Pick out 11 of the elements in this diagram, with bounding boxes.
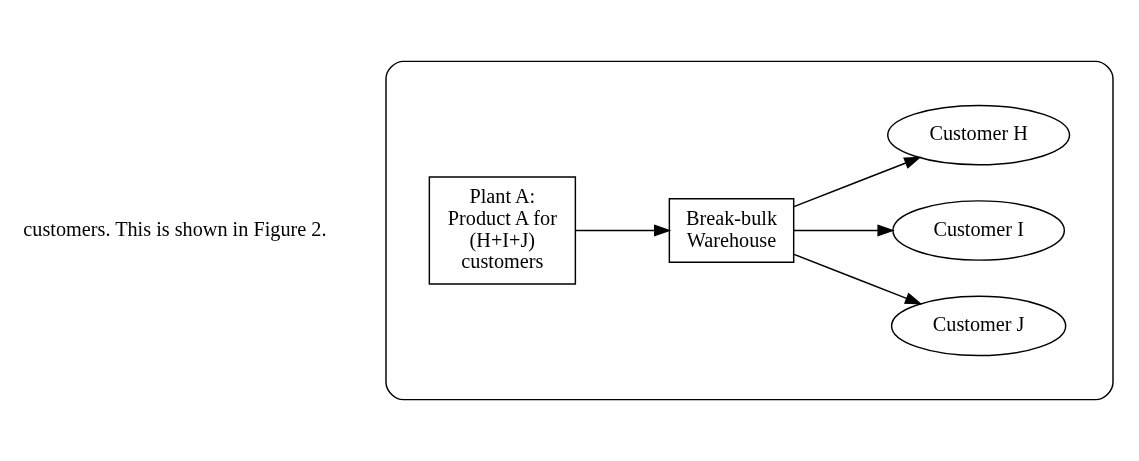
node-box: Break-bulk Warehouse <box>668 197 795 264</box>
arrow <box>793 253 923 305</box>
arrow <box>793 224 895 237</box>
node-ellipse: Customer J <box>890 295 1067 357</box>
cluster <box>385 60 1114 401</box>
node-ellipse: Customer I <box>892 200 1066 261</box>
node-box: Plant A: Product A for (H+I+J) customers <box>428 176 577 285</box>
label: customers. This is shown in Figure 2. <box>23 217 327 240</box>
arrow <box>574 224 672 237</box>
arrow <box>793 156 922 208</box>
node-ellipse: Customer H <box>887 104 1071 166</box>
